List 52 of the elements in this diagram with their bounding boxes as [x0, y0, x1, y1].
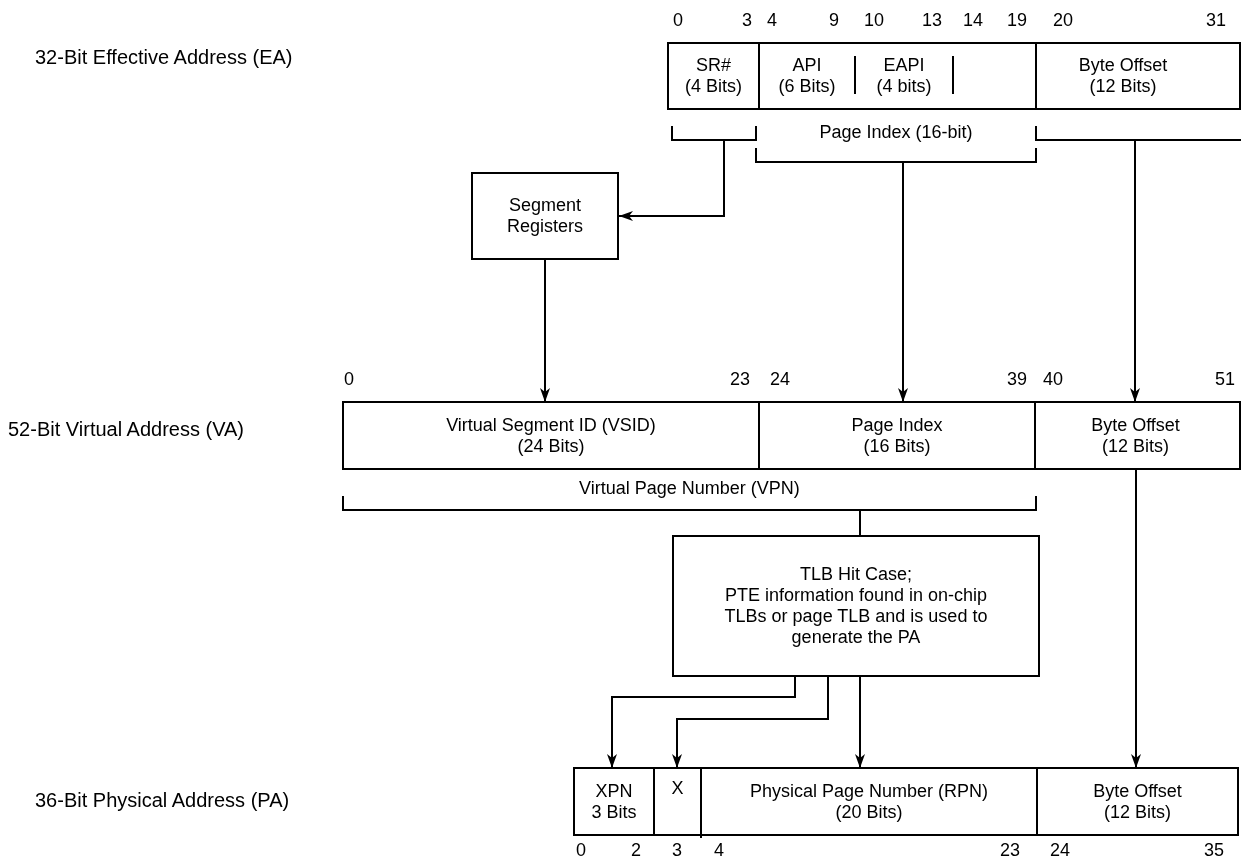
arrow: [618, 140, 725, 221]
bit-number: 0: [576, 840, 586, 860]
bit-field: EAPI (4 bits): [855, 43, 953, 109]
arrow: [855, 676, 865, 769]
bit-field: X: [654, 768, 701, 835]
bit-field: XPN 3 Bits: [574, 768, 654, 835]
bracket: [1035, 125, 1241, 141]
bit-number: 3: [742, 10, 752, 30]
register-label: 36-Bit Physical Address (PA): [35, 788, 290, 812]
bit-number: 3: [672, 840, 682, 860]
bit-field: API (6 Bits): [759, 43, 855, 109]
arrow: [898, 162, 908, 403]
bracket: [342, 478, 1037, 511]
bit-field: Physical Page Number (RPN) (20 Bits): [701, 768, 1037, 835]
bit-field: Byte Offset (12 Bits): [1036, 43, 1210, 109]
arrow: [607, 676, 796, 769]
register-label: 52-Bit Virtual Address (VA): [8, 417, 245, 441]
bit-number: 31: [1206, 10, 1226, 30]
arrow: [1130, 140, 1140, 403]
arrow: [672, 676, 829, 769]
bit-number: 13: [922, 10, 942, 30]
bit-number: 24: [770, 369, 790, 389]
bit-field: Byte Offset (12 Bits): [1037, 768, 1238, 835]
bit-number: 4: [714, 840, 724, 860]
bit-field: Virtual Segment ID (VSID) (24 Bits): [343, 402, 759, 469]
arrow: [1131, 468, 1141, 769]
bit-number: 39: [1007, 369, 1027, 389]
bit-number: 23: [1000, 840, 1020, 860]
bracket: [755, 122, 1037, 163]
process-box: Segment Registers: [471, 172, 619, 260]
bit-number: 19: [1007, 10, 1027, 30]
bit-field: SR# (4 Bits): [668, 43, 759, 109]
bracket: [671, 125, 757, 141]
bit-number: 51: [1215, 369, 1235, 389]
bit-number: 2: [631, 840, 641, 860]
bit-number: 0: [673, 10, 683, 30]
bit-number: 0: [344, 369, 354, 389]
bit-field: Page Index (16 Bits): [759, 402, 1035, 469]
register-label: 32-Bit Effective Address (EA): [35, 45, 293, 69]
bit-number: 9: [829, 10, 839, 30]
bit-field: Byte Offset (12 Bits): [1035, 402, 1236, 469]
bit-number: 14: [963, 10, 983, 30]
bit-number: 10: [864, 10, 884, 30]
bit-number: 40: [1043, 369, 1063, 389]
bit-number: 4: [767, 10, 777, 30]
connector-line: [859, 510, 861, 536]
arrow: [540, 259, 550, 403]
bit-number: 24: [1050, 840, 1070, 860]
bit-number: 20: [1053, 10, 1073, 30]
bit-number: 35: [1204, 840, 1224, 860]
bit-number: 23: [730, 369, 750, 389]
process-box: TLB Hit Case; PTE information found in on-chip TLBs or page TLB and is used to generate the PA: [672, 535, 1040, 677]
